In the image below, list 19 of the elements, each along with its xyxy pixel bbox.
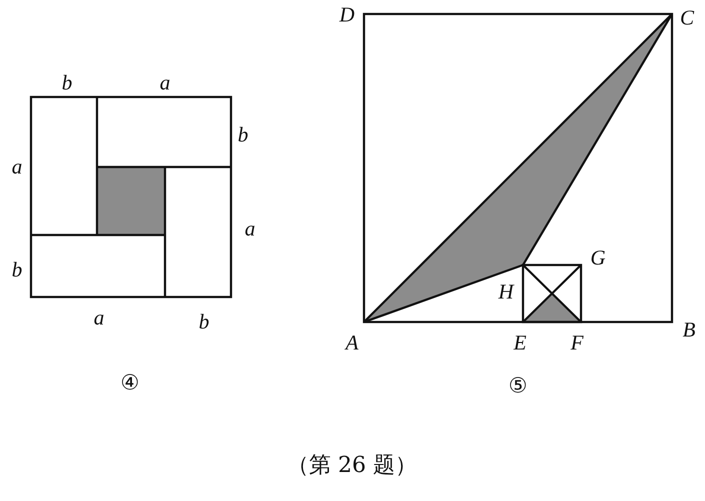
point-label: F bbox=[570, 332, 584, 354]
side-label: a bbox=[12, 156, 22, 178]
figure-number: ⑤ bbox=[508, 376, 528, 396]
point-label: H bbox=[498, 282, 514, 302]
side-label: b bbox=[238, 124, 248, 146]
side-label: a bbox=[160, 72, 170, 94]
point-label: B bbox=[682, 320, 696, 340]
figure-number: ④ bbox=[120, 372, 140, 394]
point-label: G bbox=[590, 248, 606, 268]
side-label: b bbox=[62, 72, 72, 94]
point-label: E bbox=[514, 332, 526, 354]
point-label: D bbox=[339, 4, 355, 26]
side-label: a bbox=[244, 218, 256, 240]
side-label: b bbox=[12, 260, 22, 280]
side-label: b bbox=[198, 312, 210, 332]
caption: （第 26 题） bbox=[287, 455, 417, 477]
point-label: A bbox=[346, 332, 358, 354]
side-label: a bbox=[94, 308, 104, 328]
point-label: C bbox=[680, 8, 694, 28]
